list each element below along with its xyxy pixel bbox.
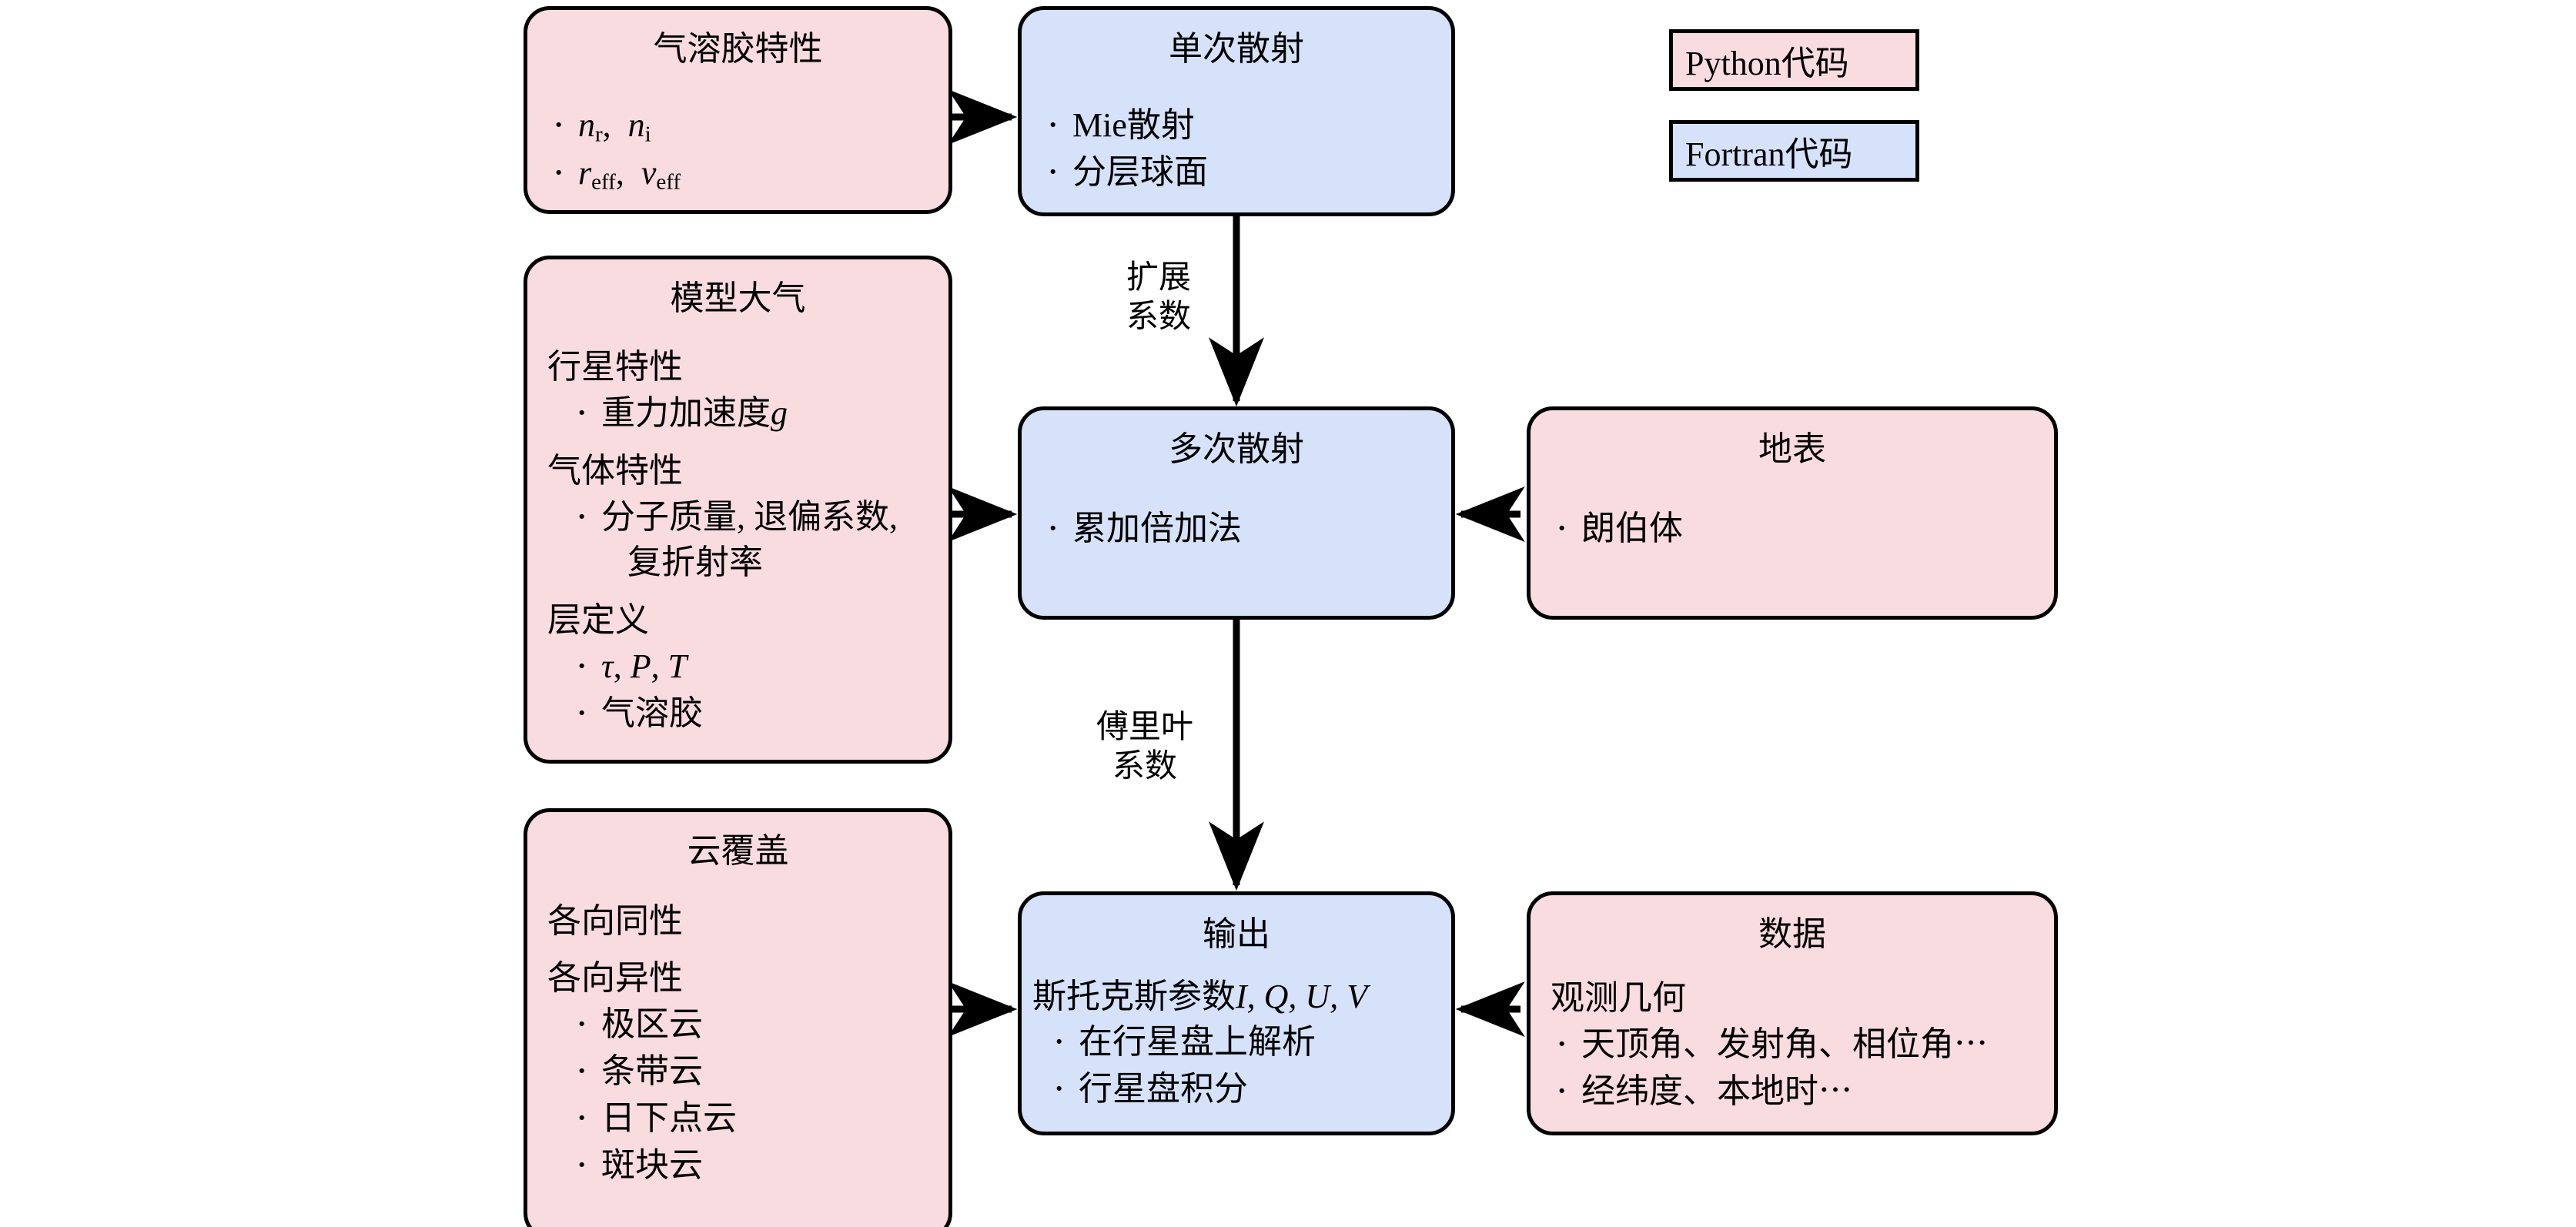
aerosol-bullet-effective-radius-variance: reff, veff: [547, 146, 928, 200]
node-body-output: 斯托克斯参数I, Q, U, V 在行星盘上解析 行星盘积分: [1022, 975, 1451, 1116]
model-atmosphere-bullet-aerosol: 气溶胶: [570, 687, 928, 741]
edge-label-expansion-line1: 扩展: [1126, 260, 1191, 296]
node-title-aerosol: 气溶胶特性: [653, 30, 823, 68]
node-body-single-scattering: Mie散射 分层球面: [1022, 99, 1451, 199]
cloud-bullet-patchy-cloud: 斑块云: [570, 1138, 928, 1192]
output-bullet-list: 在行星盘上解析 行星盘积分: [1032, 1015, 1440, 1116]
edge-label-expansion-line2: 系数: [1126, 299, 1191, 336]
output-bullet-disk-integrated: 行星盘积分: [1048, 1062, 1440, 1116]
gravity-label: 重力加速度: [601, 393, 771, 432]
aerosol-bullet-list: nr, ni reff, veff: [547, 99, 928, 200]
node-body-cloud-cover: 各向同性 各向异性 极区云 条带云 日下点云 斑块云: [527, 899, 948, 1192]
edge-label-fourier-line1: 傅里叶: [1096, 710, 1193, 745]
gravity-symbol: g: [771, 393, 788, 432]
output-stokes-prefix: 斯托克斯参数: [1032, 977, 1236, 1015]
model-atmosphere-group-layer-definition: 层定义: [547, 600, 649, 639]
cloud-bullet-banded-cloud: 条带云: [570, 1045, 928, 1098]
single-scattering-bullet-list: Mie散射 分层球面: [1042, 99, 1431, 199]
node-title-single-scattering: 单次散射: [1169, 30, 1304, 68]
cloud-cover-group-isotropic: 各向同性: [547, 901, 683, 940]
model-atmosphere-bullet-gas: 分子质量, 退偏系数, 复折射率: [570, 490, 928, 586]
node-title-cloud-cover: 云覆盖: [687, 832, 789, 870]
data-observation-bullets: 天顶角、发射角、相位角⋯ 经纬度、本地时⋯: [1551, 1018, 2034, 1118]
data-bullet-angles: 天顶角、发射角、相位角⋯: [1551, 1018, 2034, 1072]
legend-item-python-code[interactable]: Python代码: [1669, 29, 1919, 91]
model-atmosphere-planet-bullets: 重力加速度g: [547, 386, 928, 440]
surface-bullet-list: 朗伯体: [1551, 502, 2034, 556]
gas-line-2: 复折射率: [627, 543, 763, 581]
legend-label-python: Python代码: [1685, 45, 1849, 82]
node-body-surface: 朗伯体: [1531, 502, 2054, 556]
single-scattering-bullet-mie: Mie散射: [1042, 99, 1431, 152]
multiple-scattering-bullet-adding-doubling: 累加倍加法: [1042, 502, 1431, 556]
cloud-cover-anisotropic-bullets: 极区云 条带云 日下点云 斑块云: [547, 998, 928, 1192]
node-body-aerosol: nr, ni reff, veff: [527, 99, 948, 200]
node-body-multiple-scattering: 累加倍加法: [1022, 502, 1451, 556]
edge-label-fourier-line2: 系数: [1112, 749, 1177, 785]
model-atmosphere-group-gas-properties: 气体特性: [547, 451, 683, 490]
node-model-atmosphere[interactable]: 模型大气 行星特性 重力加速度g 气体特性 分子质量, 退偏系数, 复折射率 层…: [524, 256, 952, 764]
node-title-output: 输出: [1203, 915, 1270, 953]
output-stokes-line: 斯托克斯参数I, Q, U, V: [1032, 975, 1440, 1018]
node-aerosol-properties[interactable]: 气溶胶特性 nr, ni reff, veff: [524, 6, 952, 214]
node-body-data: 观测几何 天顶角、发射角、相位角⋯ 经纬度、本地时⋯: [1531, 976, 2054, 1118]
edge-label-expansion-coefficients: 扩展 系数: [1101, 259, 1216, 337]
output-stokes-symbols: I, Q, U, V: [1236, 977, 1368, 1015]
model-atmosphere-layer-bullets: τ, P, T 气溶胶: [547, 640, 928, 741]
node-data[interactable]: 数据 观测几何 天顶角、发射角、相位角⋯ 经纬度、本地时⋯: [1527, 891, 2058, 1135]
legend-label-fortran: Fortran代码: [1685, 135, 1853, 173]
multiple-scattering-bullet-list: 累加倍加法: [1042, 502, 1431, 556]
output-bullet-resolved-on-disk: 在行星盘上解析: [1048, 1015, 1440, 1069]
node-title-model-atmosphere: 模型大气: [670, 279, 806, 317]
node-multiple-scattering[interactable]: 多次散射 累加倍加法: [1018, 406, 1455, 620]
data-group-observation-geometry: 观测几何: [1551, 978, 1686, 1017]
aerosol-bullet-refractive-index: nr, ni: [547, 99, 928, 152]
model-atmosphere-bullet-gravity: 重力加速度g: [570, 386, 928, 440]
legend-item-fortran-code[interactable]: Fortran代码: [1669, 120, 1919, 182]
surface-bullet-lambertian: 朗伯体: [1551, 502, 2034, 556]
model-atmosphere-bullet-tau-p-t: τ, P, T: [570, 640, 928, 694]
edge-label-fourier-coefficients: 傅里叶 系数: [1072, 708, 1218, 787]
node-title-surface: 地表: [1758, 430, 1826, 468]
node-title-data: 数据: [1758, 915, 1826, 953]
model-atmosphere-gas-bullets: 分子质量, 退偏系数, 复折射率: [547, 490, 928, 586]
model-atmosphere-group-planet-properties: 行星特性: [547, 347, 683, 386]
cloud-bullet-polar-cloud: 极区云: [570, 998, 928, 1051]
node-body-model-atmosphere: 行星特性 重力加速度g 气体特性 分子质量, 退偏系数, 复折射率 层定义 τ,…: [527, 345, 948, 741]
node-surface[interactable]: 地表 朗伯体: [1527, 406, 2058, 620]
cloud-cover-group-anisotropic: 各向异性: [547, 958, 683, 997]
node-title-multiple-scattering: 多次散射: [1169, 430, 1304, 468]
cloud-bullet-subsolar-cloud: 日下点云: [570, 1092, 928, 1145]
data-bullet-coordinates-localtime: 经纬度、本地时⋯: [1551, 1065, 2034, 1118]
node-output[interactable]: 输出 斯托克斯参数I, Q, U, V 在行星盘上解析 行星盘积分: [1018, 891, 1455, 1135]
node-single-scattering[interactable]: 单次散射 Mie散射 分层球面: [1018, 6, 1455, 216]
gas-line-1: 分子质量, 退偏系数,: [601, 497, 898, 536]
single-scattering-bullet-layered-sphere: 分层球面: [1042, 145, 1431, 199]
node-cloud-cover[interactable]: 云覆盖 各向同性 各向异性 极区云 条带云 日下点云 斑块云: [524, 808, 952, 1227]
